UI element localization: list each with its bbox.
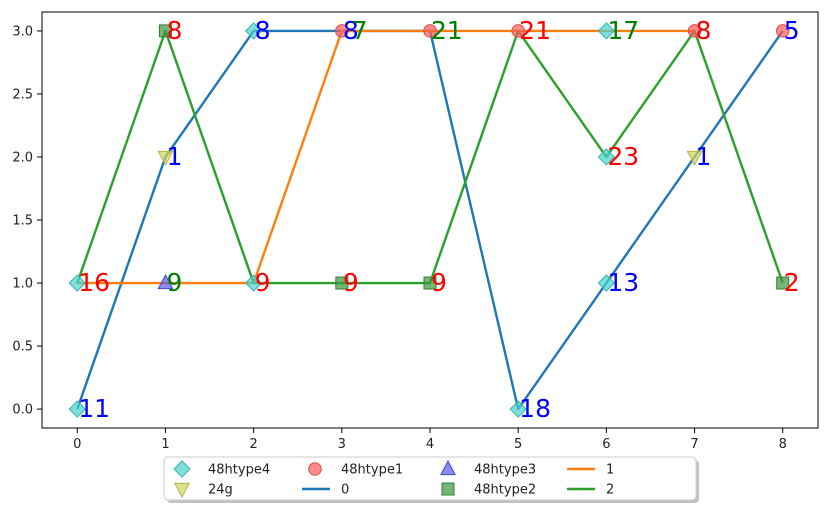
marker-24g-0 — [157, 150, 174, 167]
legend-marker-24g — [173, 482, 191, 499]
legend-label-24g: 24g — [208, 483, 233, 498]
data-label-12: 21 — [519, 16, 551, 45]
x-tick-label-5: 5 — [514, 437, 522, 452]
legend-label-48htype2: 48htype2 — [474, 483, 536, 498]
x-tick-label-1: 1 — [161, 437, 169, 452]
y-tick-label-2: 1.0 — [12, 277, 33, 292]
legend: 48htype4 24g 48htype1 0 48htype3 48htype2 1 2 — [163, 456, 699, 503]
x-tick-label-0: 0 — [73, 437, 81, 452]
marker-48htype2-3 — [776, 276, 790, 290]
marker-48htype3-0 — [157, 273, 174, 290]
legend-marker-48htype1 — [308, 462, 322, 476]
data-label-19: 5 — [784, 16, 800, 45]
x-tick-label-8: 8 — [779, 437, 787, 452]
data-label-10: 21 — [431, 16, 463, 45]
legend-marker-48htype4 — [173, 460, 191, 478]
marker-48htype1-2 — [511, 24, 525, 38]
marker-48htype4-7 — [597, 274, 616, 292]
y-tick-label-0: 0.0 — [12, 403, 33, 418]
data-label-7: 8 — [343, 16, 359, 45]
legend-label-1: 1 — [606, 463, 614, 478]
marker-24g-1 — [686, 150, 703, 167]
legend-label-0: 0 — [341, 483, 349, 498]
marker-48htype4-4 — [509, 400, 527, 418]
marker-48htype4-0 — [68, 400, 86, 418]
data-label-18: 1 — [696, 142, 712, 171]
x-tick-label-2: 2 — [249, 437, 257, 452]
legend-label-2: 2 — [606, 483, 614, 498]
marker-48htype2-1 — [335, 276, 349, 290]
legend-marker-48htype2 — [441, 482, 455, 496]
plot-frame — [41, 11, 819, 429]
marker-48htype4-3 — [244, 274, 263, 292]
x-tick-label-4: 4 — [426, 437, 434, 452]
x-tick-label-6: 6 — [602, 437, 610, 452]
marker-48htype2-2 — [423, 276, 437, 290]
y-tick-label-3: 1.5 — [12, 214, 33, 229]
y-tick-label-5: 2.5 — [12, 87, 33, 102]
data-label-1: 16 — [78, 268, 110, 297]
data-label-16: 13 — [607, 268, 639, 297]
series-line-1 — [77, 29, 695, 285]
legend-label-48htype4: 48htype4 — [208, 463, 270, 478]
data-label-6: 9 — [255, 268, 271, 297]
marker-48htype4-1 — [68, 274, 86, 292]
series-lines — [76, 29, 784, 411]
marker-48htype2-0 — [158, 24, 172, 38]
marker-48htype1-1 — [423, 24, 437, 38]
marker-48htype4-2 — [244, 22, 263, 40]
x-axis: 0 1 2 3 4 5 6 7 8 — [73, 428, 787, 452]
marker-48htype1-0 — [335, 24, 349, 38]
data-label-15: 23 — [607, 142, 639, 171]
data-label-0: 11 — [78, 394, 110, 423]
legend-label-48htype3: 48htype3 — [474, 463, 536, 478]
y-tick-label-1: 0.5 — [12, 340, 33, 355]
y-axis: 0.0 0.5 1.0 1.5 2.0 2.5 3.0 — [12, 24, 42, 418]
data-label-14: 17 — [607, 16, 639, 45]
x-tick-label-3: 3 — [338, 437, 346, 452]
data-label-17: 8 — [696, 16, 712, 45]
data-label-20: 2 — [784, 268, 800, 297]
marker-48htype4-6 — [597, 148, 616, 166]
y-tick-label-6: 3.0 — [12, 24, 33, 39]
data-label-3: 1 — [166, 142, 182, 171]
series-line-2 — [76, 29, 784, 285]
marker-48htype1-3 — [687, 24, 702, 38]
legend-marker-48htype3 — [439, 459, 457, 476]
marker-48htype1-4 — [775, 24, 790, 38]
data-label-2: 8 — [166, 16, 182, 45]
legend-label-48htype1: 48htype1 — [341, 463, 403, 478]
x-tick-label-7: 7 — [690, 437, 698, 452]
legend-box — [163, 456, 697, 501]
series-markers — [68, 22, 790, 418]
data-label-11: 9 — [431, 268, 447, 297]
data-label-5: 8 — [255, 16, 271, 45]
data-label-9: 9 — [343, 268, 359, 297]
data-label-13: 18 — [519, 394, 551, 423]
data-label-4: 9 — [166, 268, 182, 297]
marker-48htype4-5 — [597, 22, 616, 40]
y-tick-label-4: 2.0 — [12, 150, 33, 165]
series-line-0 — [76, 29, 784, 411]
data-label-8: 7 — [352, 16, 368, 45]
